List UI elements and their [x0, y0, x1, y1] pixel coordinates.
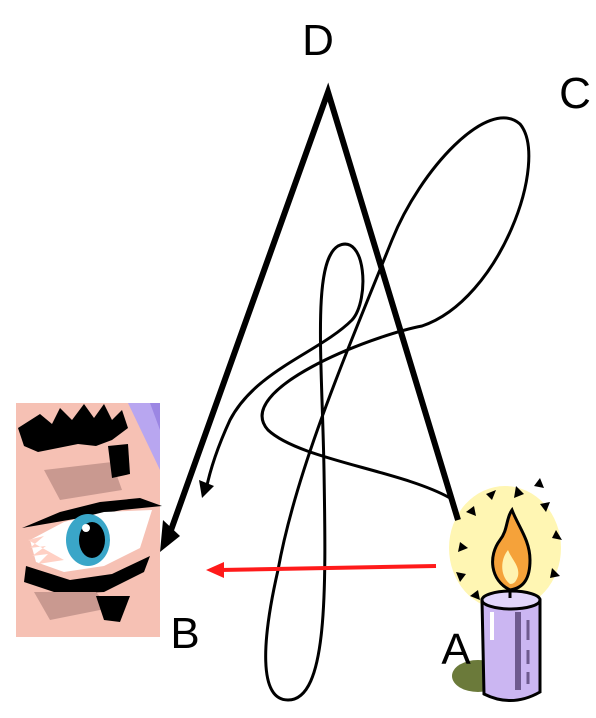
label-c: C — [559, 69, 591, 118]
label-b: B — [170, 609, 199, 658]
direct-path-arrow — [206, 562, 436, 578]
label-a: A — [441, 625, 471, 674]
eye-icon — [16, 403, 162, 637]
label-d: D — [302, 16, 334, 65]
